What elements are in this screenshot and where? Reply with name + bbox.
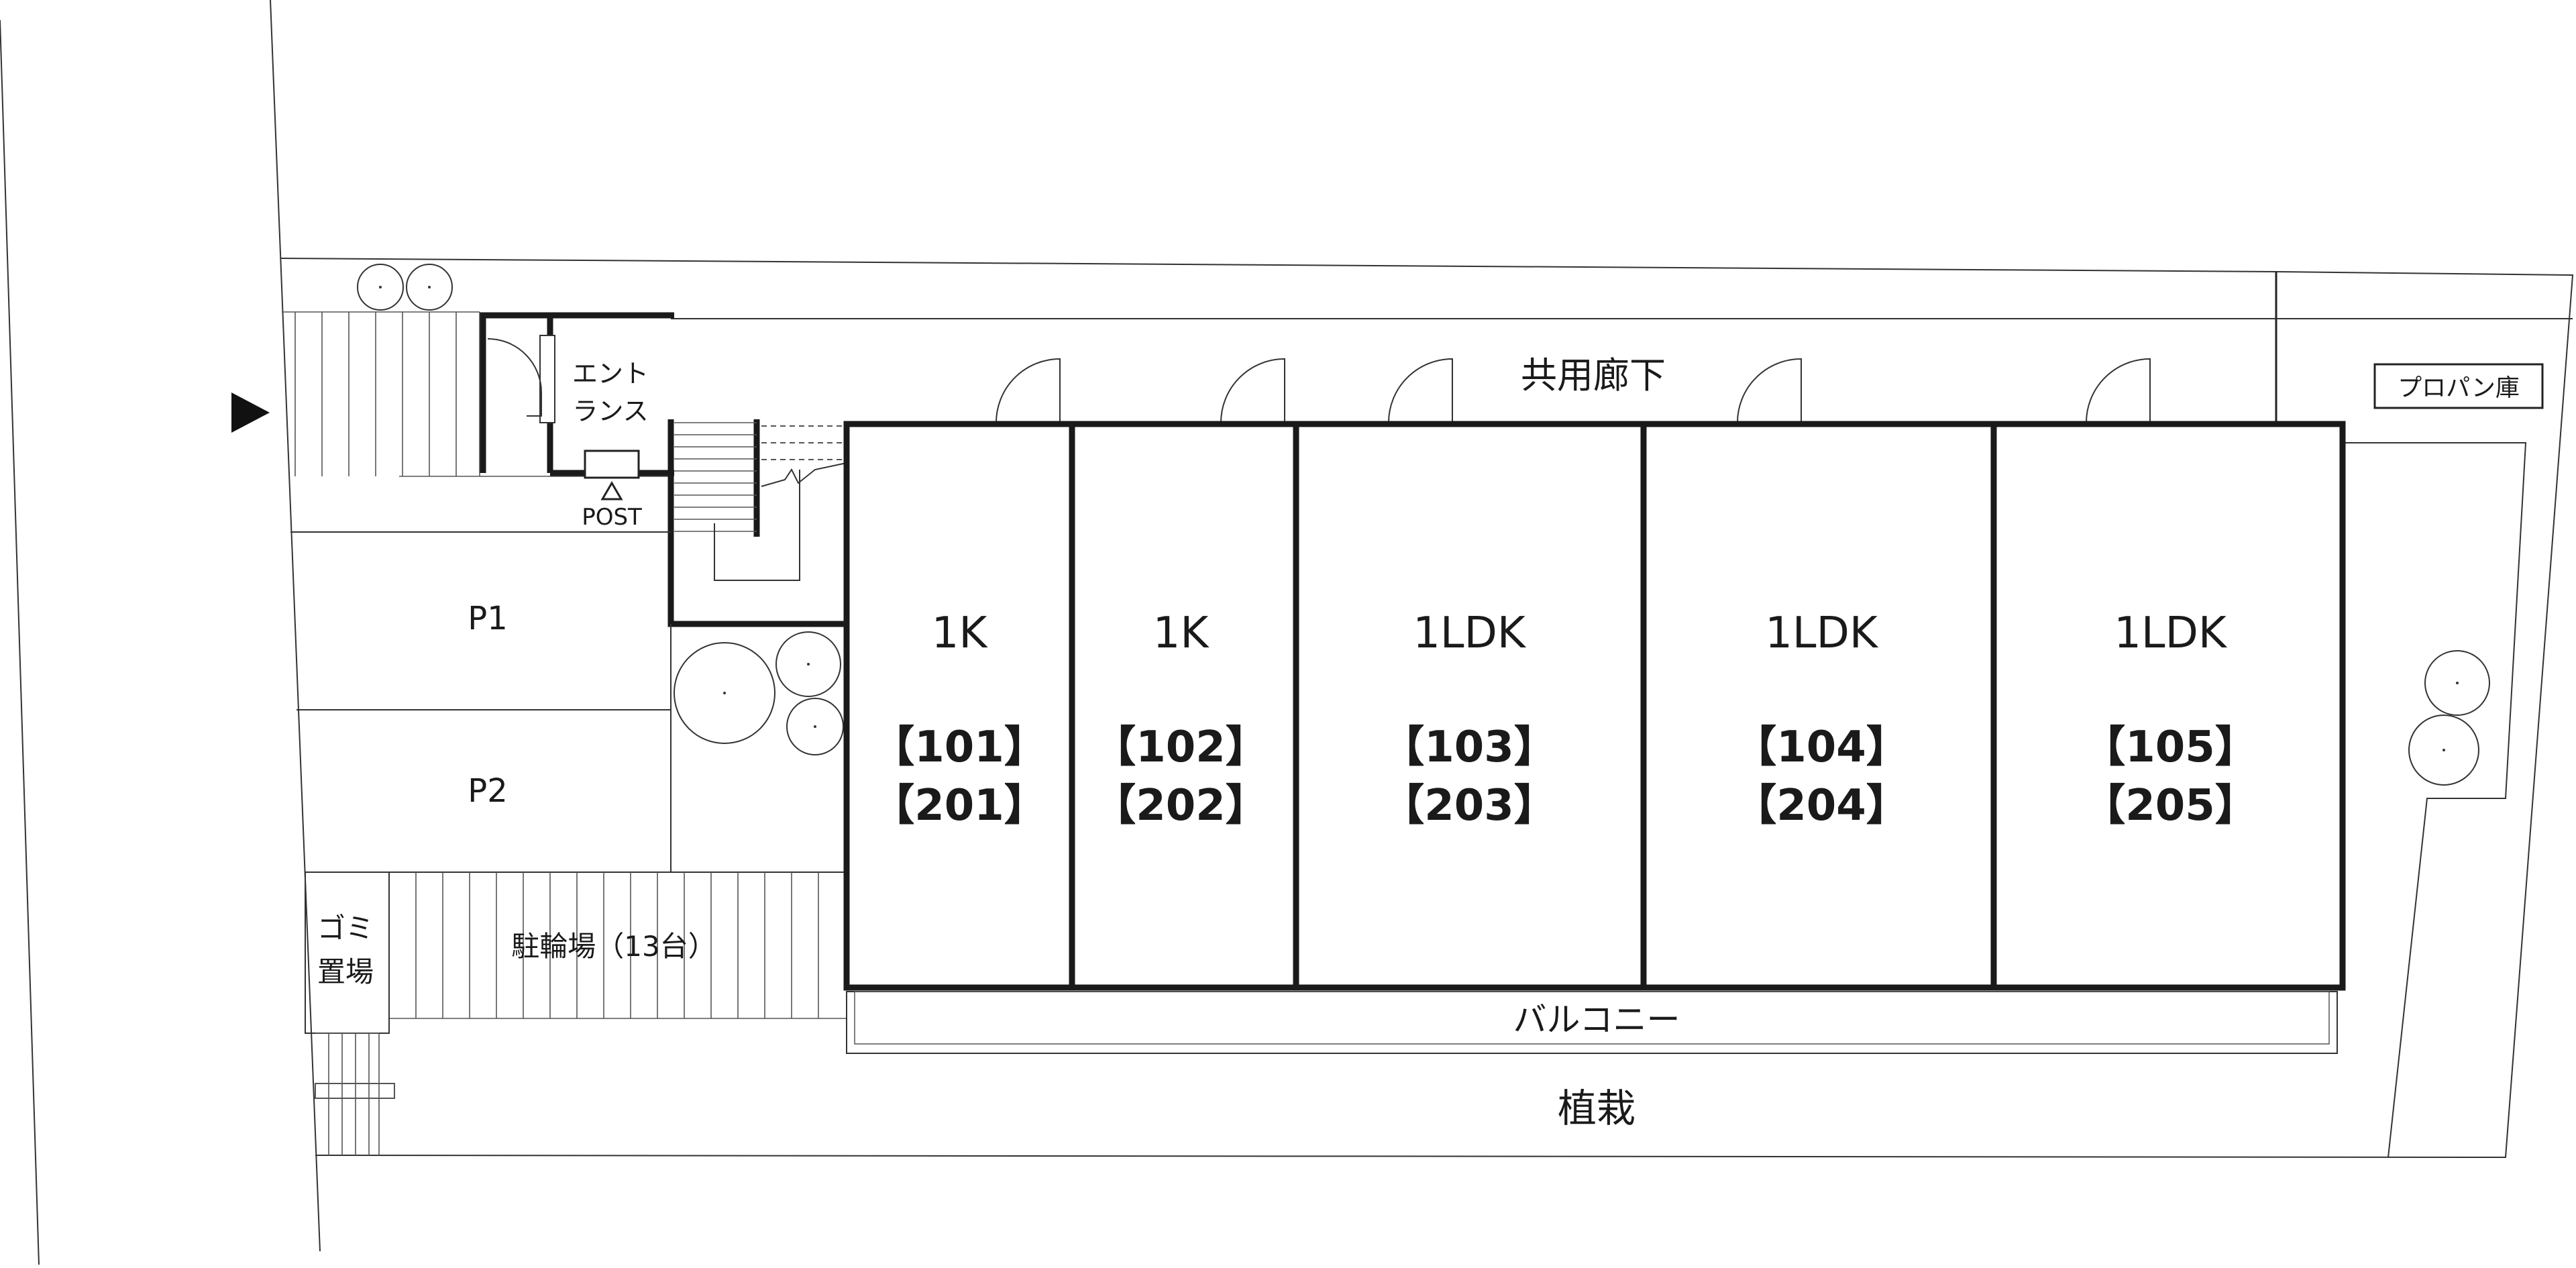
tree-icon xyxy=(357,264,404,311)
unit-type-label: 1LDK xyxy=(2114,609,2228,658)
entrance-label: ランス xyxy=(572,397,648,426)
tree-icon xyxy=(406,264,453,311)
unit-door-104[interactable] xyxy=(1737,358,1802,423)
unit-room-number: 【102】 xyxy=(1093,723,1269,772)
tree-icon xyxy=(786,698,844,755)
unit-door-101[interactable] xyxy=(996,358,1061,423)
site-boundary xyxy=(280,258,2574,1159)
propane-label: プロパン庫 xyxy=(2398,374,2520,402)
unit-door-102[interactable] xyxy=(1220,358,1285,423)
east-planting-edge xyxy=(2341,442,2527,1158)
rear-step-ledge xyxy=(315,1083,395,1099)
balcony-inner xyxy=(854,991,2330,1045)
unit-room-number: 【104】 xyxy=(1733,723,1909,772)
entry-arrow-icon xyxy=(231,392,270,433)
unit-type-label: 1LDK xyxy=(1765,609,1879,658)
stair-treads xyxy=(674,422,757,532)
road-line-left xyxy=(0,19,40,1265)
unit-door-103[interactable] xyxy=(1388,358,1453,423)
entrance-door-swing xyxy=(487,338,542,417)
tree-icon xyxy=(2408,715,2479,786)
unit-room-number: 【202】 xyxy=(1093,781,1269,831)
entrance-door[interactable] xyxy=(539,335,555,423)
unit-room-number: 【205】 xyxy=(2082,781,2258,831)
rear-steps xyxy=(315,1033,380,1155)
bicycle-parking-hatch xyxy=(388,872,847,1019)
unit-room-number: 【105】 xyxy=(2082,723,2258,772)
planting-label: 植栽 xyxy=(1558,1086,1635,1131)
unit-room-number: 【204】 xyxy=(1733,781,1909,831)
post-marker-icon xyxy=(600,481,623,500)
parking-p1-label: P1 xyxy=(468,600,507,637)
post-box-icon[interactable] xyxy=(584,450,640,479)
bicycle-parking-label: 駐輪場（13台） xyxy=(511,930,716,963)
tree-icon xyxy=(2424,650,2490,716)
stair-rail xyxy=(714,470,800,581)
stair-direction-arrow-icon xyxy=(761,462,847,487)
entrance-wall xyxy=(480,312,674,473)
corridor-label: 共用廊下 xyxy=(1521,354,1666,397)
post-label: POST xyxy=(582,504,642,531)
unit-type-label: 1K xyxy=(932,609,989,658)
parking-p2-label: P2 xyxy=(468,772,507,810)
unit-type-label: 1LDK xyxy=(1413,609,1527,658)
unit-door-105[interactable] xyxy=(2086,358,2151,423)
building-outline xyxy=(843,421,2346,991)
unit-type-label: 1K xyxy=(1153,609,1210,658)
tree-icon xyxy=(674,642,775,744)
tree-icon xyxy=(775,631,841,697)
garbage-label: ゴミ xyxy=(317,912,374,945)
road-line-right xyxy=(270,0,321,1252)
unit-room-number: 【201】 xyxy=(871,781,1047,831)
unit-room-number: 【203】 xyxy=(1381,781,1557,831)
unit-room-number: 【103】 xyxy=(1381,723,1557,772)
entrance-label: エント xyxy=(572,359,649,388)
garbage-area xyxy=(305,871,390,1034)
balcony-label: バルコニー xyxy=(1513,1000,1680,1039)
unit-room-number: 【101】 xyxy=(871,723,1047,772)
propane-storage-box xyxy=(2373,363,2544,409)
garbage-label: 置場 xyxy=(317,955,374,988)
